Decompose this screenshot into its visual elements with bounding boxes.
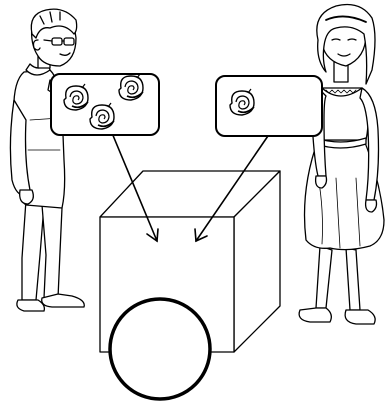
spiral-fruit-icon [230, 89, 254, 115]
girl-figure [299, 5, 384, 325]
boy-figure [10, 9, 84, 311]
big-circle [110, 299, 210, 399]
spiral-fruit-icon [90, 103, 114, 129]
spiral-fruit-icon [64, 84, 88, 110]
spiral-fruit-icon [119, 74, 143, 100]
